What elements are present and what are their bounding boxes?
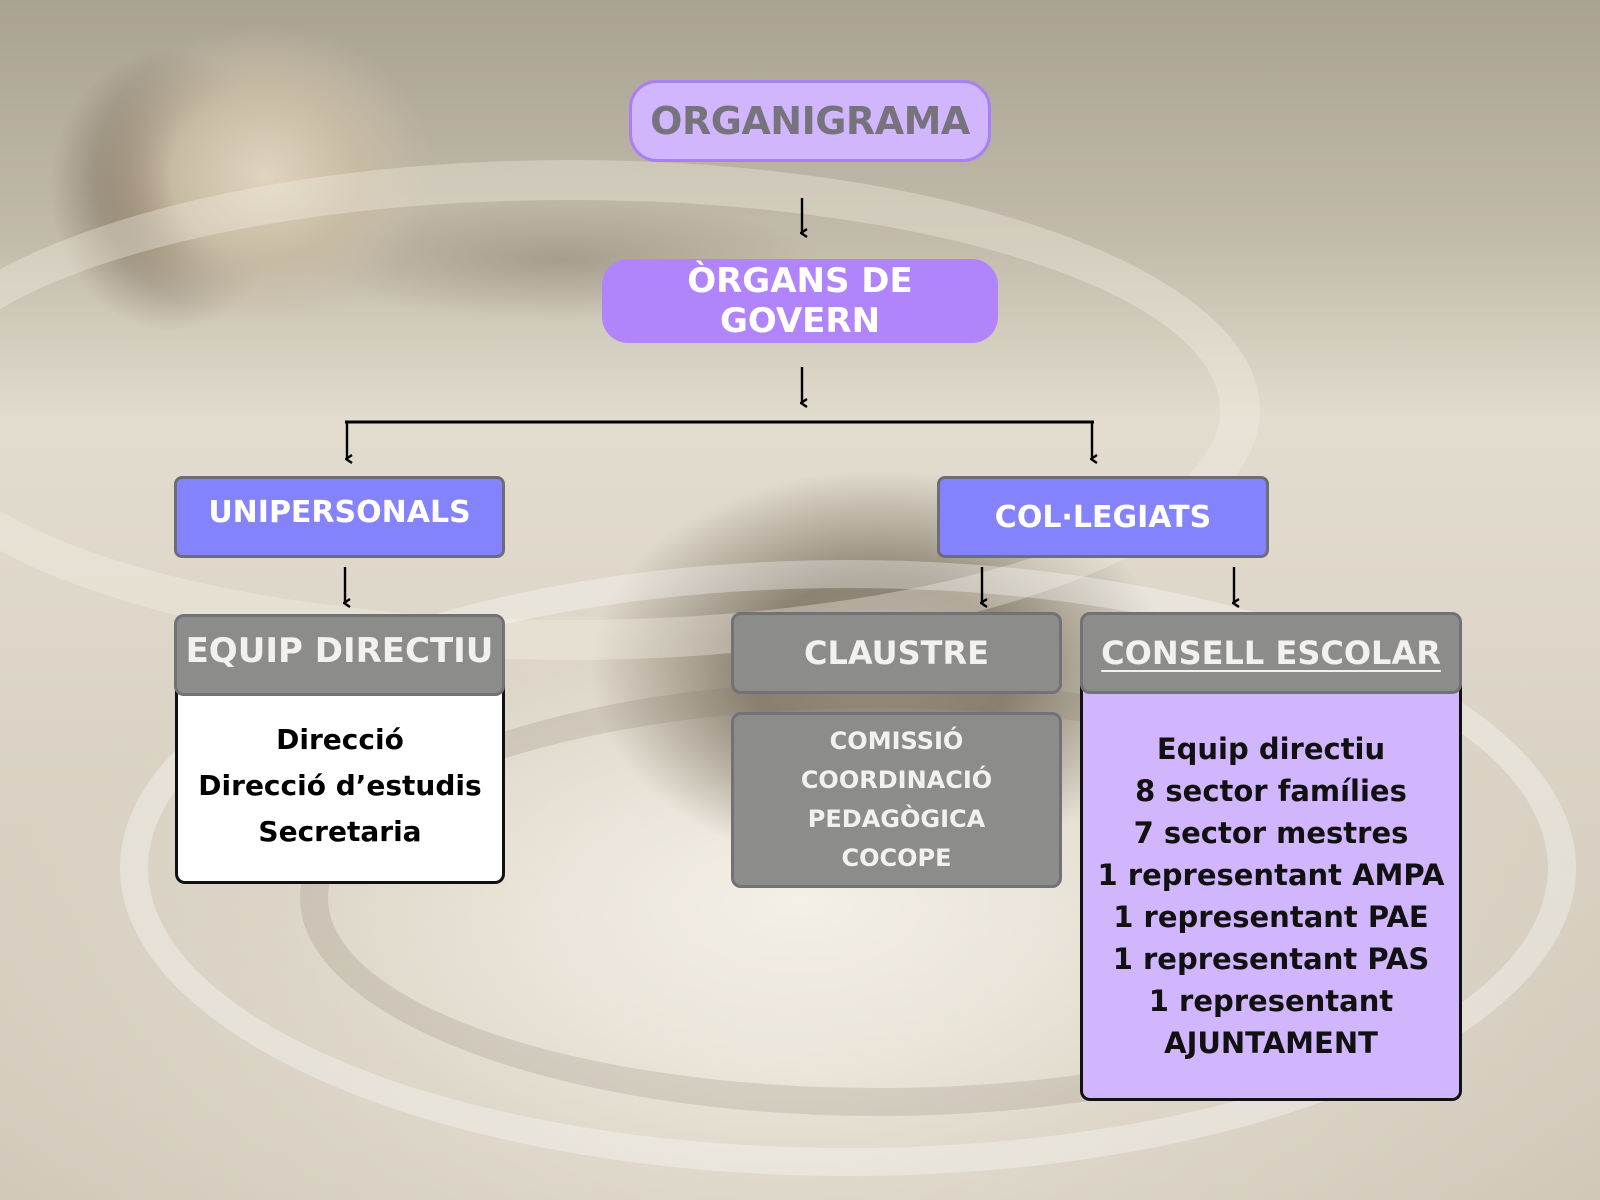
organs-de-govern-text: ÒRGANS DE GOVERN xyxy=(687,261,913,341)
consell-escolar-header: CONSELL ESCOLAR xyxy=(1080,612,1462,694)
member-item: Direcció xyxy=(276,722,404,756)
claustre-text: CLAUSTRE xyxy=(803,634,989,672)
equip-directiu-header: EQUIP DIRECTIU xyxy=(174,614,505,696)
unipersonals-node: UNIPERSONALS xyxy=(174,476,505,558)
member-item: 1 representant xyxy=(1148,984,1394,1018)
member-item: Secretaria xyxy=(258,814,422,848)
title-text: ORGANIGRAMA xyxy=(650,99,970,143)
member-item: 1 representant AMPA xyxy=(1097,858,1445,892)
member-item: 1 representant PAS xyxy=(1112,942,1430,976)
claustre-node: CLAUSTRE xyxy=(731,612,1062,694)
member-item: 8 sector famílies xyxy=(1135,774,1407,808)
cocope-node: COMISSIÓ COORDINACIÓ PEDAGÒGICA COCOPE xyxy=(731,712,1062,888)
collegiats-node: COL·LEGIATS xyxy=(937,476,1269,558)
cocope-line: COMISSIÓ xyxy=(829,727,964,755)
cocope-line: PEDAGÒGICA xyxy=(807,805,986,833)
equip-directiu-text: EQUIP DIRECTIU xyxy=(185,631,494,671)
cocope-line: COORDINACIÓ xyxy=(800,766,993,794)
member-item: 1 representant PAE xyxy=(1113,900,1429,934)
equip-directiu-members: Direcció Direcció d’estudis Secretaria xyxy=(175,682,505,884)
unipersonals-text: UNIPERSONALS xyxy=(208,494,471,530)
member-item: AJUNTAMENT xyxy=(1164,1026,1378,1060)
collegiats-text: COL·LEGIATS xyxy=(994,499,1212,535)
consell-escolar-members: Equip directiu 8 sector famílies 7 secto… xyxy=(1080,685,1462,1101)
member-item: 7 sector mestres xyxy=(1133,816,1409,850)
consell-escolar-text: CONSELL ESCOLAR xyxy=(1101,634,1441,672)
cocope-line: COCOPE xyxy=(841,844,952,872)
member-item: Equip directiu xyxy=(1156,732,1386,766)
member-item: Direcció d’estudis xyxy=(198,768,482,802)
organs-de-govern-node: ÒRGANS DE GOVERN xyxy=(602,259,998,343)
organigrama-title: ORGANIGRAMA xyxy=(629,80,991,162)
